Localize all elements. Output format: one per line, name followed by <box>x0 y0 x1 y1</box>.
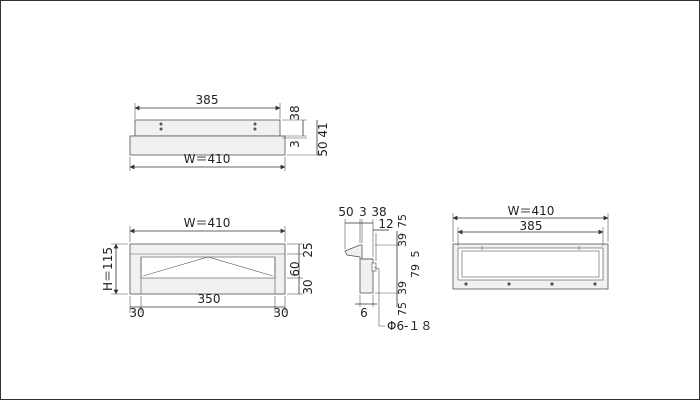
dim-30-right: 30 <box>273 306 288 320</box>
top-lid <box>134 119 281 137</box>
back-view: W＝410 385 <box>452 204 609 290</box>
dim-75-top: 75 <box>396 214 409 228</box>
front-view: W＝410 H＝115 25 60 30 30 350 30 <box>101 216 315 320</box>
top-screws <box>159 122 257 131</box>
dim-w410-front: W＝410 <box>184 216 231 230</box>
dim-w410-top: W＝410 <box>184 152 231 166</box>
front-slot <box>140 256 276 279</box>
dim-350: 350 <box>198 292 221 306</box>
dim-38-side: 38 <box>371 205 386 219</box>
hole-leader <box>373 266 385 327</box>
dim-30-left: 30 <box>129 306 144 320</box>
top-base <box>129 135 286 156</box>
dim-38: 38 <box>288 105 302 120</box>
dim-50: 50 <box>316 141 330 156</box>
dim-60: 60 <box>288 261 302 276</box>
hole-note: Φ6‐１８ <box>387 319 432 333</box>
dim-39-top: 39 <box>396 233 409 247</box>
dim-h115: H＝115 <box>101 247 115 291</box>
dim-41: 41 <box>316 122 330 137</box>
dim-385: 385 <box>196 93 219 107</box>
dim-39-bottom: 39 <box>396 281 409 295</box>
dim-12: 12 <box>378 217 393 231</box>
side-view: 50 3 38 12 6 75 39 5 79 39 75 Φ6‐１８ <box>338 205 432 333</box>
dim-3: 3 <box>288 140 302 148</box>
front-flap-lines <box>142 256 274 277</box>
back-opening <box>457 247 604 281</box>
dim-30-vert: 30 <box>301 279 315 294</box>
dim-50-side: 50 <box>338 205 353 219</box>
dim-25: 25 <box>301 242 315 257</box>
dim-79: 79 <box>409 264 422 278</box>
dim-6: 6 <box>360 306 368 320</box>
dim-3-side: 3 <box>359 205 367 219</box>
dim-385-back: 385 <box>520 219 543 233</box>
back-screws <box>464 282 597 286</box>
dim-75-bottom: 75 <box>396 302 409 316</box>
dim-5: 5 <box>409 251 422 258</box>
top-view: 385 W＝410 38 41 3 50 <box>129 93 330 171</box>
dim-w410-back: W＝410 <box>508 204 555 218</box>
back-inner-frame <box>461 250 600 278</box>
side-profile <box>344 244 374 294</box>
